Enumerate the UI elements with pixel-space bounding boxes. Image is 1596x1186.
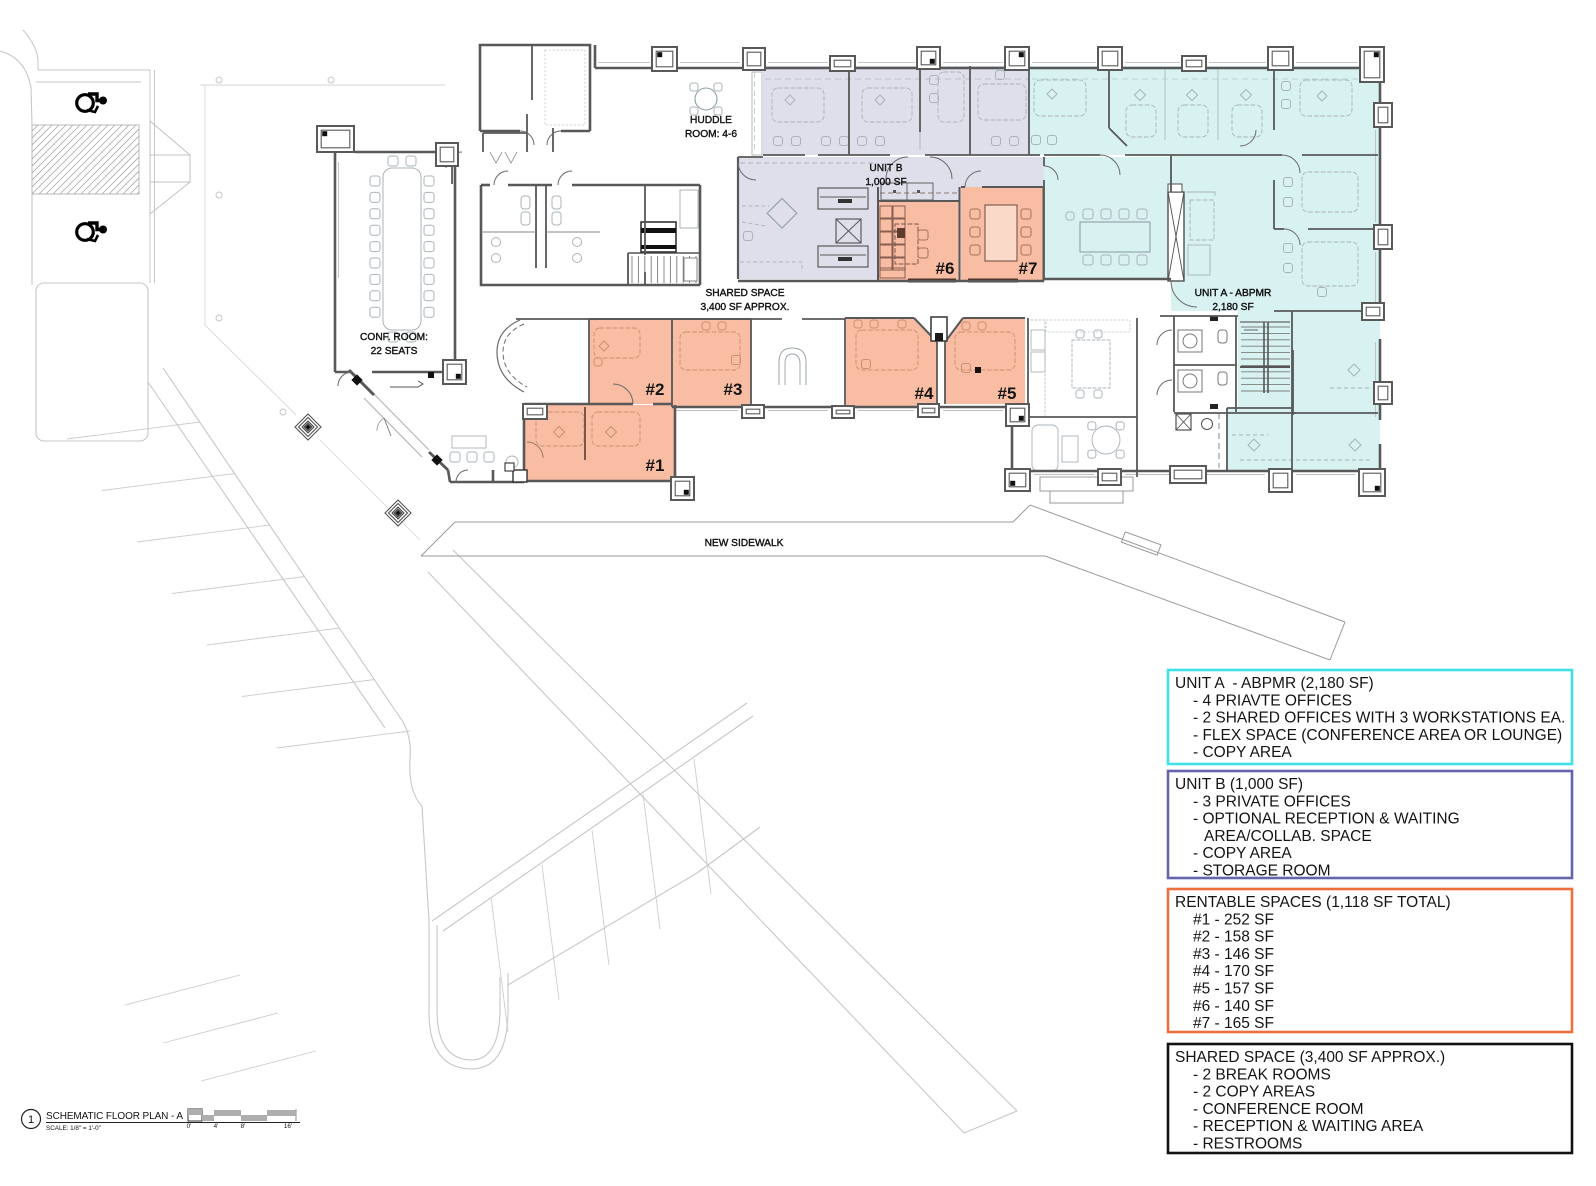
svg-text:SHARED SPACE (3,400 SF APPROX.: SHARED SPACE (3,400 SF APPROX.) bbox=[1175, 1049, 1445, 1066]
svg-text:0': 0' bbox=[187, 1123, 192, 1130]
svg-text:#5: #5 bbox=[998, 384, 1017, 403]
svg-text:ROOM: 4-6: ROOM: 4-6 bbox=[685, 129, 737, 140]
svg-text:#2 - 158 SF: #2 - 158 SF bbox=[1193, 929, 1274, 946]
svg-text:1: 1 bbox=[28, 1114, 34, 1126]
svg-text:#1: #1 bbox=[646, 456, 665, 475]
svg-text:HUDDLE: HUDDLE bbox=[690, 115, 732, 126]
svg-text:- FLEX SPACE (CONFERENCE AREA: - FLEX SPACE (CONFERENCE AREA OR LOUNGE) bbox=[1193, 727, 1562, 744]
svg-text:- 4 PRIAVTE OFFICES: - 4 PRIAVTE OFFICES bbox=[1193, 692, 1352, 709]
svg-text:#1 - 252 SF: #1 - 252 SF bbox=[1193, 911, 1274, 928]
svg-text:- RESTROOMS: - RESTROOMS bbox=[1193, 1136, 1302, 1153]
svg-text:- 2 SHARED OFFICES WITH 3 WORK: - 2 SHARED OFFICES WITH 3 WORKSTATIONS E… bbox=[1193, 710, 1565, 727]
svg-text:- OPTIONAL RECEPTION & WAITING: - OPTIONAL RECEPTION & WAITING bbox=[1193, 811, 1460, 828]
svg-text:#4: #4 bbox=[915, 384, 934, 403]
svg-text:SCALE: 1/8" = 1'-0": SCALE: 1/8" = 1'-0" bbox=[46, 1125, 101, 1132]
svg-text:#6: #6 bbox=[936, 259, 955, 278]
svg-text:8': 8' bbox=[241, 1123, 246, 1130]
svg-text:- COPY AREA: - COPY AREA bbox=[1193, 744, 1292, 761]
svg-text:4': 4' bbox=[214, 1123, 219, 1130]
svg-text:#7: #7 bbox=[1019, 259, 1038, 278]
svg-text:- 2 COPY AREAS: - 2 COPY AREAS bbox=[1193, 1084, 1315, 1101]
svg-text:- STORAGE ROOM: - STORAGE ROOM bbox=[1193, 863, 1331, 880]
svg-text:- 2 BREAK ROOMS: - 2 BREAK ROOMS bbox=[1193, 1066, 1331, 1083]
svg-text:- RECEPTION & WAITING AREA: - RECEPTION & WAITING AREA bbox=[1193, 1118, 1424, 1135]
svg-text:RENTABLE SPACES (1,118 SF TOTA: RENTABLE SPACES (1,118 SF TOTAL) bbox=[1175, 894, 1451, 911]
svg-text:UNIT B: UNIT B bbox=[869, 163, 902, 174]
svg-text:1,000 SF: 1,000 SF bbox=[865, 177, 906, 188]
svg-text:#4 - 170 SF: #4 - 170 SF bbox=[1193, 963, 1274, 980]
svg-text:UNIT A - ABPMR: UNIT A - ABPMR bbox=[1195, 288, 1272, 299]
svg-text:22 SEATS: 22 SEATS bbox=[371, 346, 418, 357]
svg-text:3,400 SF APPROX.: 3,400 SF APPROX. bbox=[701, 302, 790, 313]
svg-text:NEW SIDEWALK: NEW SIDEWALK bbox=[705, 538, 784, 549]
svg-text:#3 - 146 SF: #3 - 146 SF bbox=[1193, 946, 1274, 963]
svg-text:#6 - 140 SF: #6 - 140 SF bbox=[1193, 998, 1274, 1015]
svg-text:- COPY AREA: - COPY AREA bbox=[1193, 845, 1292, 862]
svg-text:#7 - 165 SF: #7 - 165 SF bbox=[1193, 1015, 1274, 1032]
svg-text:AREA/COLLAB. SPACE: AREA/COLLAB. SPACE bbox=[1204, 828, 1372, 845]
svg-text:- 3 PRIVATE OFFICES: - 3 PRIVATE OFFICES bbox=[1193, 793, 1351, 810]
svg-text:UNIT B (1,000 SF): UNIT B (1,000 SF) bbox=[1175, 776, 1303, 793]
svg-text:2,180 SF: 2,180 SF bbox=[1212, 302, 1253, 313]
svg-text:- CONFERENCE ROOM: - CONFERENCE ROOM bbox=[1193, 1101, 1364, 1118]
svg-text:16': 16' bbox=[284, 1123, 292, 1130]
svg-text:SCHEMATIC FLOOR PLAN - A: SCHEMATIC FLOOR PLAN - A bbox=[46, 1111, 183, 1122]
svg-text:CONF. ROOM:: CONF. ROOM: bbox=[360, 332, 428, 343]
svg-text:UNIT A - ABPMR (2,180 SF): UNIT A - ABPMR (2,180 SF) bbox=[1175, 675, 1374, 692]
svg-text:#2: #2 bbox=[646, 380, 665, 399]
svg-text:SHARED SPACE: SHARED SPACE bbox=[705, 288, 784, 299]
svg-text:#5 - 157 SF: #5 - 157 SF bbox=[1193, 981, 1274, 998]
svg-text:#3: #3 bbox=[724, 380, 743, 399]
